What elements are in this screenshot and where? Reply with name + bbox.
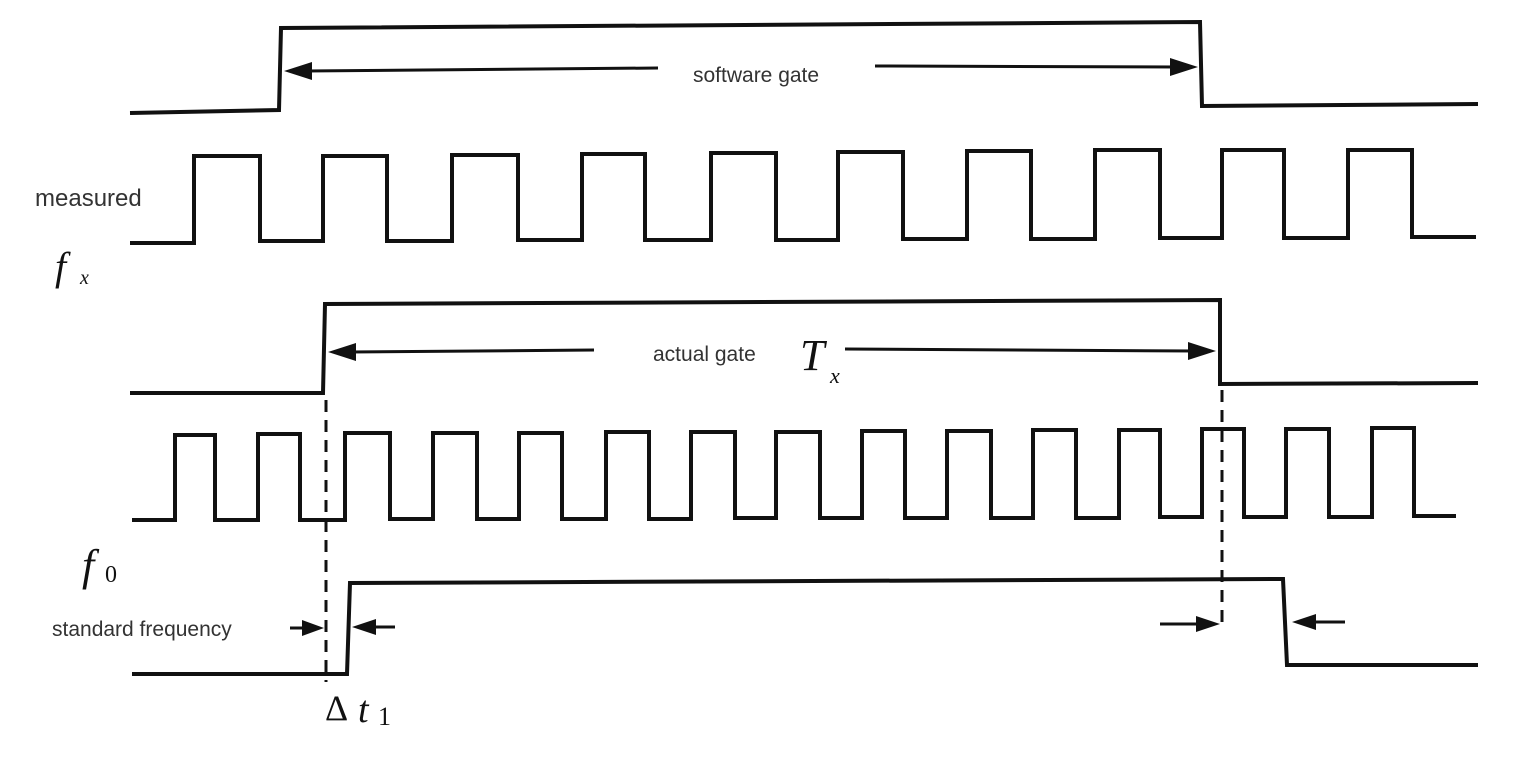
Tx-symbol: T x: [800, 331, 840, 388]
actual-gate-span-arrow: [328, 342, 1216, 361]
svg-text:T: T: [800, 331, 828, 380]
svg-text:0: 0: [105, 562, 117, 588]
measured-label: measured: [35, 185, 142, 212]
delta-t1-symbol: Δ t 1: [325, 688, 391, 731]
svg-text:1: 1: [378, 702, 391, 731]
software-gate-label: software gate: [693, 64, 819, 87]
f0-symbol: f 0: [82, 541, 117, 590]
standard-frequency-label: standard frequency: [52, 618, 232, 641]
measured-signal-fx: [130, 148, 1476, 245]
svg-text:t: t: [358, 689, 370, 731]
svg-text:Δ: Δ: [325, 688, 348, 728]
actual-gate-signal: [130, 297, 1479, 395]
fx-symbol: f x: [55, 244, 89, 289]
standard-frequency-signal-f0: [132, 426, 1456, 522]
svg-text:x: x: [829, 363, 840, 388]
software-gate-signal: [129, 19, 1479, 115]
delta-t1-arrows: [290, 619, 395, 636]
software-gate-span-arrow: [284, 58, 1198, 80]
delta-t2-arrows: [1160, 614, 1345, 632]
svg-text:x: x: [79, 267, 89, 289]
actual-gate-label: actual gate: [653, 343, 756, 366]
counter-gate-signal: [132, 576, 1478, 676]
svg-text:f: f: [55, 244, 71, 289]
svg-text:f: f: [82, 541, 100, 590]
